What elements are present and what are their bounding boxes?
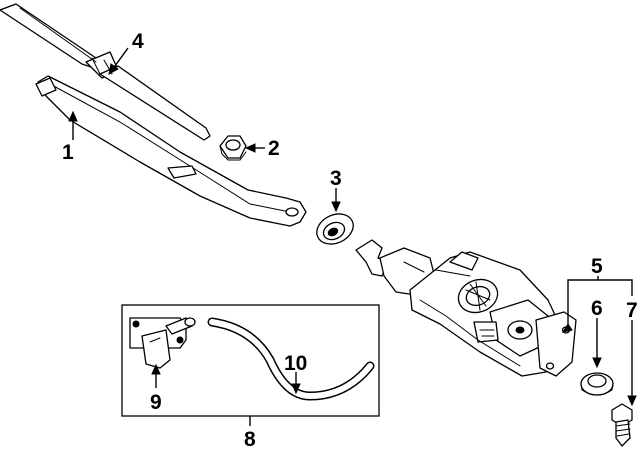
- nut: [219, 135, 247, 161]
- callout-1: 1: [62, 141, 74, 164]
- callout-2: 2: [268, 137, 280, 160]
- callout-4: 4: [132, 30, 144, 53]
- washer-hose: [207, 317, 375, 401]
- leader-lines: [68, 47, 637, 426]
- grommet: [316, 213, 354, 245]
- callout-8: 8: [244, 428, 256, 451]
- callout-10: 10: [284, 352, 307, 375]
- callout-9: 9: [150, 391, 162, 414]
- callout-6: 6: [591, 297, 603, 320]
- wiper-motor: [355, 239, 577, 377]
- small-grommet: [580, 372, 614, 396]
- callout-3: 3: [330, 167, 342, 190]
- washer-nozzle: [129, 317, 196, 369]
- screw: [611, 403, 633, 447]
- callout-5: 5: [591, 255, 603, 278]
- wiper-arm: [35, 75, 307, 227]
- callout-7: 7: [626, 299, 638, 322]
